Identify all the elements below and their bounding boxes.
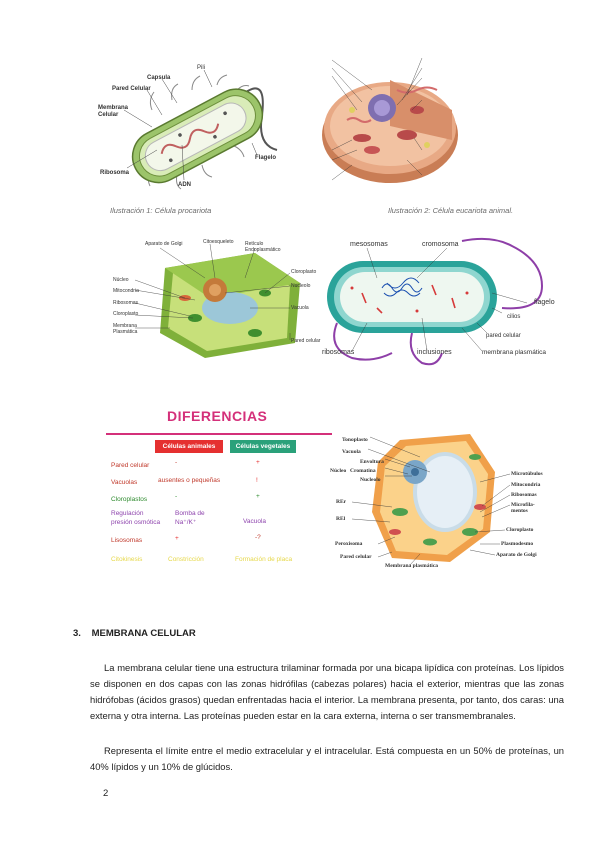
- label-rel: REl: [336, 516, 346, 522]
- label-pared-celular: Pared Celular: [112, 86, 151, 92]
- row-animal-citokinesis: Constricción: [168, 556, 204, 563]
- label-reticulo: Retículo Endoplasmático: [245, 241, 281, 253]
- header-animal-cells: Células animales: [155, 440, 223, 453]
- label-ribosomas-bact: ribosomas: [322, 349, 355, 356]
- label-inclusiones: inclusiones: [417, 349, 452, 356]
- label-ribosoma: Ribosoma: [100, 170, 130, 176]
- label-membrana-plasmatica-bact: membrana plasmática: [482, 349, 546, 356]
- label-tonoplasto: Tonoplasto: [342, 437, 368, 443]
- section-title: MEMBRANA CELULAR: [91, 628, 196, 639]
- row-vegetal-vacuolas: !: [256, 477, 258, 484]
- row-vegetal-citokinesis: Formación de placa: [235, 556, 293, 563]
- label-cloroplasto: Cloroplasto: [291, 269, 317, 275]
- section-heading: 3. MEMBRANA CELULAR: [73, 628, 196, 639]
- label-golgi: Aparato de Golgi: [145, 241, 183, 247]
- label-membrana-plasmatica-detailed: Membrana plasmática: [385, 563, 439, 569]
- label-mitocondria: Mitocondria: [113, 288, 139, 294]
- label-peroxisoma: Peroxisoma: [335, 541, 363, 547]
- figure-bacterium: mesosomas cromosoma flagelo cilios pared…: [322, 233, 562, 371]
- label-ribosomas: Ribosomas: [113, 300, 139, 306]
- label-membrana-plasmatica: Membrana Plasmática: [113, 323, 138, 335]
- label-cilios: cilios: [507, 314, 521, 320]
- label-pared-celular-plant: Pared celular: [291, 338, 321, 344]
- label-mesosomas: mesosomas: [350, 241, 388, 248]
- label-golgi-detailed: Aparato de Golgi: [496, 552, 537, 558]
- figure-animal-cell: [302, 50, 472, 195]
- caption-figure-2: Ilustración 2: Célula eucariota animal.: [388, 206, 514, 215]
- row-label-cloroplastos: Cloroplastos: [111, 496, 148, 503]
- label-pili: Pili: [197, 65, 206, 71]
- paragraph-2: Representa el límite entre el medio extr…: [90, 745, 564, 772]
- label-plasmodesmo: Plasmodesmo: [501, 541, 534, 547]
- label-cloroplasto-left: Cloroplasto: [113, 311, 139, 317]
- header-plant-cells: Células vegetales: [230, 440, 296, 453]
- row-animal-cloroplastos: -: [175, 493, 178, 500]
- label-cromatina: Cromatina: [350, 468, 376, 474]
- row-label-vacuolas: Vacuolas: [111, 479, 138, 486]
- label-envoltura: Envoltura: [360, 459, 384, 465]
- figure-plant-cell: Aparato de Golgi Citoesqueleto Retículo …: [105, 238, 323, 370]
- label-citoesqueleto: Citoesqueleto: [203, 239, 234, 245]
- label-microtubulos: Microtúbulos: [511, 471, 543, 477]
- label-flagelo-bact: flagelo: [534, 299, 555, 306]
- bacterium-illustration: [327, 237, 544, 366]
- row-label-lisosomas: Lisosomas: [111, 537, 143, 544]
- label-membrana-celular: Membrana Celular: [98, 105, 129, 118]
- row-animal-pared: -: [175, 459, 178, 466]
- label-vacuola-detailed: Vacuola: [342, 449, 361, 455]
- label-nucleolo: Nucleolo: [291, 283, 311, 289]
- label-rer: REr: [336, 499, 347, 505]
- label-mitocondria-detailed: Mitocondria: [511, 482, 541, 488]
- row-animal-regulacion: Bomba de Na⁺/K⁺: [175, 510, 205, 526]
- row-vegetal-cloroplastos: +: [256, 493, 260, 500]
- label-cromosoma: cromosoma: [422, 241, 459, 248]
- label-vacuola: Vacuola: [291, 305, 309, 311]
- label-flagelo: Flagelo: [255, 155, 277, 161]
- caption-figure-1: Ilustración 1: Célula procariota: [110, 206, 212, 215]
- plant-cell-illustration: [134, 243, 300, 358]
- label-nucleo-detailed: Núcleo: [330, 468, 347, 474]
- label-microfilamentos: Microfila- mentos: [511, 502, 535, 514]
- label-capsula: Capsula: [147, 75, 171, 81]
- row-vegetal-lisosomas: -?: [255, 534, 261, 541]
- figure-plant-cell-detailed: Tonoplasto Vacuola Envoltura Núcleo Crom…: [330, 432, 562, 572]
- differences-title: DIFERENCIAS: [167, 408, 268, 424]
- label-pared-celular-detailed: Pared celular: [340, 554, 372, 560]
- row-label-pared: Pared celular: [111, 462, 150, 469]
- row-label-regulacion: Regulación presión osmótica: [111, 510, 161, 526]
- label-cloroplasto-detailed: Cloroplasto: [506, 527, 534, 533]
- prokaryote-illustration: [123, 69, 278, 190]
- label-nucleolo-detailed: Nucleolo: [360, 477, 381, 483]
- row-vegetal-pared: +: [256, 459, 260, 466]
- label-nucleo: Núcleo: [113, 277, 129, 283]
- row-label-citokinesis: Citokinesis: [111, 556, 143, 563]
- plant-cell-detailed-illustration: [351, 434, 511, 566]
- paragraph-1: La membrana celular tiene una estructura…: [90, 662, 564, 721]
- row-animal-vacuolas: ausentes o pequeñas: [158, 477, 221, 484]
- differences-rule: [106, 433, 332, 435]
- label-ribosomas-detailed: Ribosomas: [511, 492, 537, 498]
- label-adn: ADN: [178, 182, 191, 188]
- row-vegetal-regulacion: Vacuola: [243, 518, 267, 525]
- page-number: 2: [103, 788, 109, 799]
- label-pared-celular-bact: pared celular: [486, 333, 521, 339]
- figure-prokaryote: Pili Capsula Pared Celular Membrana Celu…: [92, 55, 292, 200]
- row-animal-lisosomas: +: [175, 535, 179, 542]
- animal-cell-illustration: [322, 57, 458, 183]
- section-number: 3.: [73, 628, 81, 639]
